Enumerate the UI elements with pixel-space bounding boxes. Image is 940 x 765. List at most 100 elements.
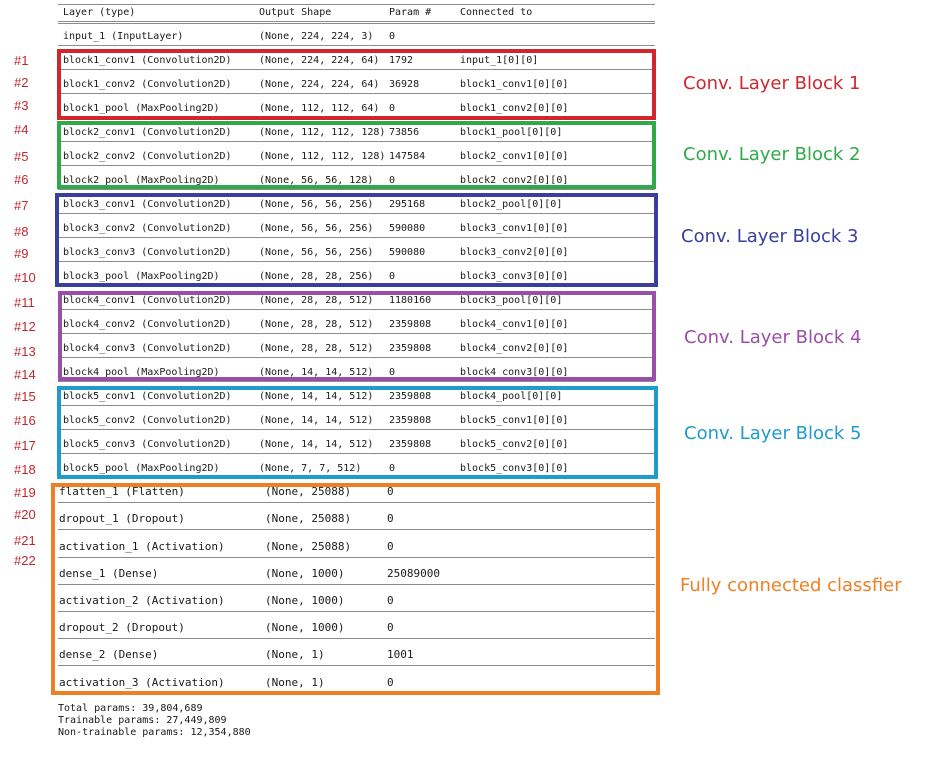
input-layer-name: input_1 (InputLayer)	[63, 31, 184, 42]
cell-params: 0	[389, 367, 396, 378]
cell-params: 0	[389, 103, 396, 114]
cell-shape: (None, 56, 56, 256)	[259, 199, 374, 210]
row-divider	[58, 357, 655, 358]
cell-shape: (None, 112, 112, 128)	[259, 127, 386, 138]
row-divider	[58, 405, 655, 406]
cell-connected: block4_conv1[0][0]	[460, 319, 569, 330]
row-number: #19	[14, 485, 36, 500]
non-trainable-params: Non-trainable params: 12,354,880	[58, 727, 251, 738]
cell-layer: block5_conv1 (Convolution2D)	[63, 391, 232, 402]
row-number: #16	[14, 413, 36, 428]
cell-connected: block2_pool[0][0]	[460, 199, 563, 210]
row-divider	[58, 429, 655, 430]
block-label-4: Conv. Layer Block 4	[684, 327, 862, 348]
row-divider	[58, 237, 655, 238]
cell-params: 2359808	[389, 439, 432, 450]
row-number: #17	[14, 438, 36, 453]
cell-layer: block4_conv1 (Convolution2D)	[63, 295, 232, 306]
cell-layer: dense_1 (Dense)	[59, 567, 159, 580]
cell-shape: (None, 28, 28, 512)	[259, 343, 374, 354]
row-number: #11	[14, 295, 35, 310]
row-divider	[58, 502, 655, 503]
block-label-6: Fully connected classfier	[680, 575, 902, 596]
cell-connected: block1_conv1[0][0]	[460, 79, 569, 90]
row-divider	[58, 557, 655, 558]
cell-shape: (None, 56, 56, 256)	[259, 247, 374, 258]
row-number: #7	[14, 198, 29, 213]
cell-layer: block2_pool (MaxPooling2D)	[63, 175, 220, 186]
header-output-shape: Output Shape	[259, 7, 332, 18]
cell-shape: (None, 25088)	[265, 512, 352, 525]
cell-layer: block2_conv1 (Convolution2D)	[63, 127, 232, 138]
cell-params: 295168	[389, 199, 426, 210]
block-box-2	[57, 121, 656, 189]
row-divider	[58, 45, 655, 46]
cell-params: 1792	[389, 55, 414, 66]
cell-shape: (None, 28, 28, 512)	[259, 295, 374, 306]
block-box-6	[51, 483, 660, 695]
cell-params: 0	[389, 271, 396, 282]
cell-shape: (None, 112, 112, 128)	[259, 151, 386, 162]
row-divider	[58, 381, 655, 382]
cell-params: 0	[387, 676, 394, 689]
row-divider	[58, 141, 655, 142]
row-number: #5	[14, 149, 29, 164]
row-number: #1	[14, 53, 29, 68]
cell-shape: (None, 25088)	[265, 540, 352, 553]
header-connected: Connected to	[460, 7, 533, 18]
row-divider	[58, 584, 655, 585]
cell-layer: activation_3 (Activation)	[59, 676, 225, 689]
cell-layer: block4_pool (MaxPooling2D)	[63, 367, 220, 378]
cell-layer: block1_conv2 (Convolution2D)	[63, 79, 232, 90]
cell-params: 0	[387, 594, 394, 607]
cell-shape: (None, 56, 56, 128)	[259, 175, 374, 186]
cell-connected: block4_pool[0][0]	[460, 391, 563, 402]
cell-shape: (None, 14, 14, 512)	[259, 439, 374, 450]
cell-params: 2359808	[389, 343, 432, 354]
row-divider	[58, 69, 655, 70]
cell-layer: block4_conv3 (Convolution2D)	[63, 343, 232, 354]
cell-shape: (None, 224, 224, 64)	[259, 55, 380, 66]
row-number: #10	[14, 270, 36, 285]
cell-layer: activation_2 (Activation)	[59, 594, 225, 607]
row-divider	[58, 93, 655, 94]
row-divider	[58, 309, 655, 310]
cell-connected: input_1[0][0]	[460, 55, 539, 66]
row-number: #8	[14, 224, 29, 239]
cell-layer: block1_pool (MaxPooling2D)	[63, 103, 220, 114]
cell-shape: (None, 112, 112, 64)	[259, 103, 380, 114]
cell-shape: (None, 1000)	[265, 621, 345, 634]
total-params: Total params: 39,804,689	[58, 703, 203, 714]
row-divider	[58, 333, 655, 334]
cell-layer: dropout_2 (Dropout)	[59, 621, 185, 634]
row-divider	[58, 529, 655, 530]
cell-connected: block3_conv3[0][0]	[460, 271, 569, 282]
cell-shape: (None, 1000)	[265, 594, 345, 607]
block-box-4	[58, 291, 656, 381]
cell-connected: block5_conv3[0][0]	[460, 463, 569, 474]
cell-layer: block5_pool (MaxPooling2D)	[63, 463, 220, 474]
cell-params: 0	[387, 512, 394, 525]
cell-shape: (None, 14, 14, 512)	[259, 391, 374, 402]
cell-shape: (None, 1)	[265, 676, 325, 689]
cell-layer: block2_conv2 (Convolution2D)	[63, 151, 232, 162]
cell-params: 0	[387, 540, 394, 553]
block-box-3	[55, 193, 658, 287]
cell-layer: block5_conv2 (Convolution2D)	[63, 415, 232, 426]
cell-params: 36928	[389, 79, 420, 90]
block-label-5: Conv. Layer Block 5	[684, 423, 862, 444]
cell-params: 25089000	[387, 567, 440, 580]
cell-params: 1180160	[389, 295, 432, 306]
block-box-5	[57, 386, 658, 479]
cell-connected: block1_pool[0][0]	[460, 127, 563, 138]
cell-layer: dropout_1 (Dropout)	[59, 512, 185, 525]
cell-layer: dense_2 (Dense)	[59, 648, 159, 661]
cell-params: 2359808	[389, 391, 432, 402]
input-layer-shape: (None, 224, 224, 3)	[259, 31, 374, 42]
row-divider	[58, 261, 655, 262]
cell-connected: block2_conv1[0][0]	[460, 151, 569, 162]
row-divider	[58, 638, 655, 639]
input-layer-params: 0	[389, 31, 396, 42]
row-number: #21	[14, 533, 36, 548]
cell-params: 0	[387, 621, 394, 634]
